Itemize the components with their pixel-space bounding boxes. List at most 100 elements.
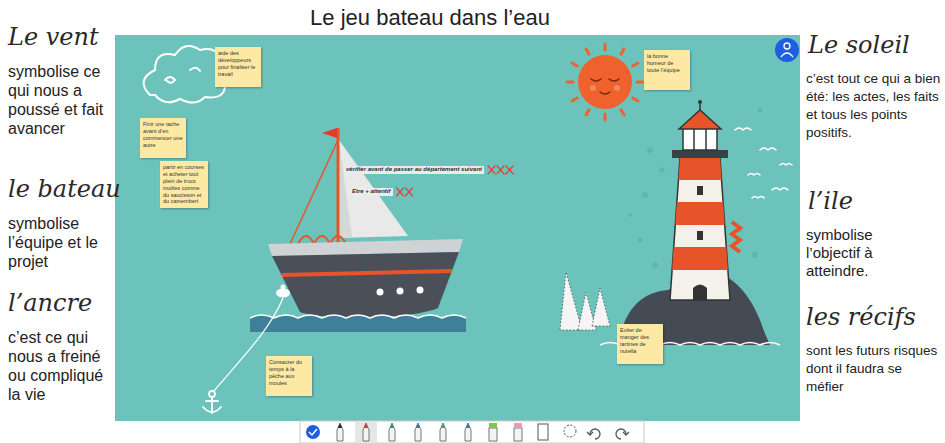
user-icon (781, 53, 793, 57)
toolbar (364, 423, 368, 428)
toolbar (300, 421, 644, 443)
texture-dots (628, 213, 632, 217)
birds (735, 128, 792, 198)
sticky-note: Consacrer du temps à la pêche aux moules (266, 356, 312, 396)
toolbar (466, 423, 470, 428)
red-crosses (488, 166, 495, 174)
sun (578, 55, 632, 109)
texture-dots (642, 192, 648, 198)
texture-dots (752, 252, 758, 258)
sun (586, 110, 589, 115)
toolbar (300, 421, 644, 443)
toolbar (337, 423, 343, 441)
sun (572, 98, 577, 101)
sun (621, 110, 624, 115)
lighthouse (678, 158, 721, 180)
small-sails (560, 272, 610, 330)
toolbar (623, 432, 629, 435)
page-title: Le jeu bateau dans l’eau (310, 5, 550, 31)
handwritten-note: Etre + attentif (350, 188, 393, 196)
toolbar (306, 425, 320, 439)
birds (772, 188, 788, 190)
user-icon (775, 38, 799, 62)
lighthouse (698, 100, 702, 104)
toolbar (440, 423, 446, 441)
sticky-note: partir en courses et acheter tout plein … (160, 161, 208, 208)
sun (637, 81, 643, 84)
lighthouse (670, 158, 730, 300)
boat (282, 271, 452, 275)
toolbar (441, 423, 445, 428)
toolbar (465, 423, 471, 441)
legend-description: c’est ce qui nous a freiné ou compliqué … (8, 328, 112, 404)
red-crosses (488, 166, 513, 174)
anchor-buoy (281, 285, 286, 290)
sun (572, 63, 577, 66)
toolbar (363, 423, 369, 441)
toolbar (415, 423, 421, 441)
birds (760, 148, 776, 150)
toolbar (514, 423, 522, 441)
texture-dots (638, 238, 643, 243)
boat (290, 140, 338, 244)
toolbar (389, 423, 395, 441)
lighthouse (672, 247, 728, 270)
anchor-buoy (203, 391, 221, 413)
lighthouse (618, 100, 770, 345)
sun (590, 85, 596, 91)
small-sails (560, 272, 582, 330)
sun (604, 114, 607, 120)
sea-panel (115, 35, 800, 421)
note-text: Eviter de manger des tartines de nutella (620, 327, 660, 355)
sun (591, 79, 601, 81)
toolbar (489, 423, 497, 441)
lighthouse (705, 128, 707, 150)
sun (586, 49, 589, 54)
legend-heading: l’ancre (8, 290, 92, 318)
anchor-buoy (276, 289, 290, 298)
sticky-note: Eviter de manger des tartines de nutella (617, 324, 663, 364)
toolbar (415, 423, 421, 441)
legend-description: c’est tout ce qui a bien été: les actes,… (806, 70, 942, 142)
anchor-buoy (203, 407, 221, 412)
legend-description: symbolise l’équipe et le projet (8, 214, 98, 271)
sun (633, 63, 638, 66)
texture-dots (660, 168, 665, 173)
legend-heading: le bateau (8, 176, 121, 204)
note-text: Consacrer du temps à la pêche aux moules (269, 359, 309, 387)
red-crosses (406, 188, 413, 196)
birds (752, 197, 764, 199)
waves (250, 315, 780, 345)
sun (609, 79, 619, 81)
texture-dots (652, 262, 658, 268)
red-crosses (497, 166, 504, 174)
sun (621, 49, 624, 54)
sun (600, 92, 610, 94)
legend-heading: les récifs (806, 304, 916, 332)
small-sails (592, 288, 610, 326)
sun (567, 44, 643, 120)
toolbar (465, 423, 471, 441)
anchor-buoy (206, 400, 218, 402)
toolbar (363, 423, 369, 441)
note-text: aide des développeurs pour finaliser le … (218, 50, 258, 78)
red-crosses (506, 166, 513, 174)
boat (377, 289, 384, 296)
boat (268, 128, 463, 318)
toolbar (514, 423, 522, 428)
lighthouse (693, 285, 707, 301)
sticky-note: Finir une tache avant d’en commencer une… (140, 118, 186, 158)
lighthouse (693, 128, 695, 150)
red-crosses (397, 188, 404, 196)
toolbar (355, 422, 377, 442)
waves (250, 315, 466, 318)
legend-description: symbolise ce qui nous a poussé et fait a… (8, 62, 112, 138)
sun (633, 98, 638, 101)
toolbar (564, 425, 576, 437)
sun (604, 44, 607, 50)
toolbar (390, 423, 394, 428)
handwritten-note: vérifier avant de passer au département … (344, 166, 484, 174)
toolbar (440, 423, 446, 441)
waves (250, 315, 466, 332)
